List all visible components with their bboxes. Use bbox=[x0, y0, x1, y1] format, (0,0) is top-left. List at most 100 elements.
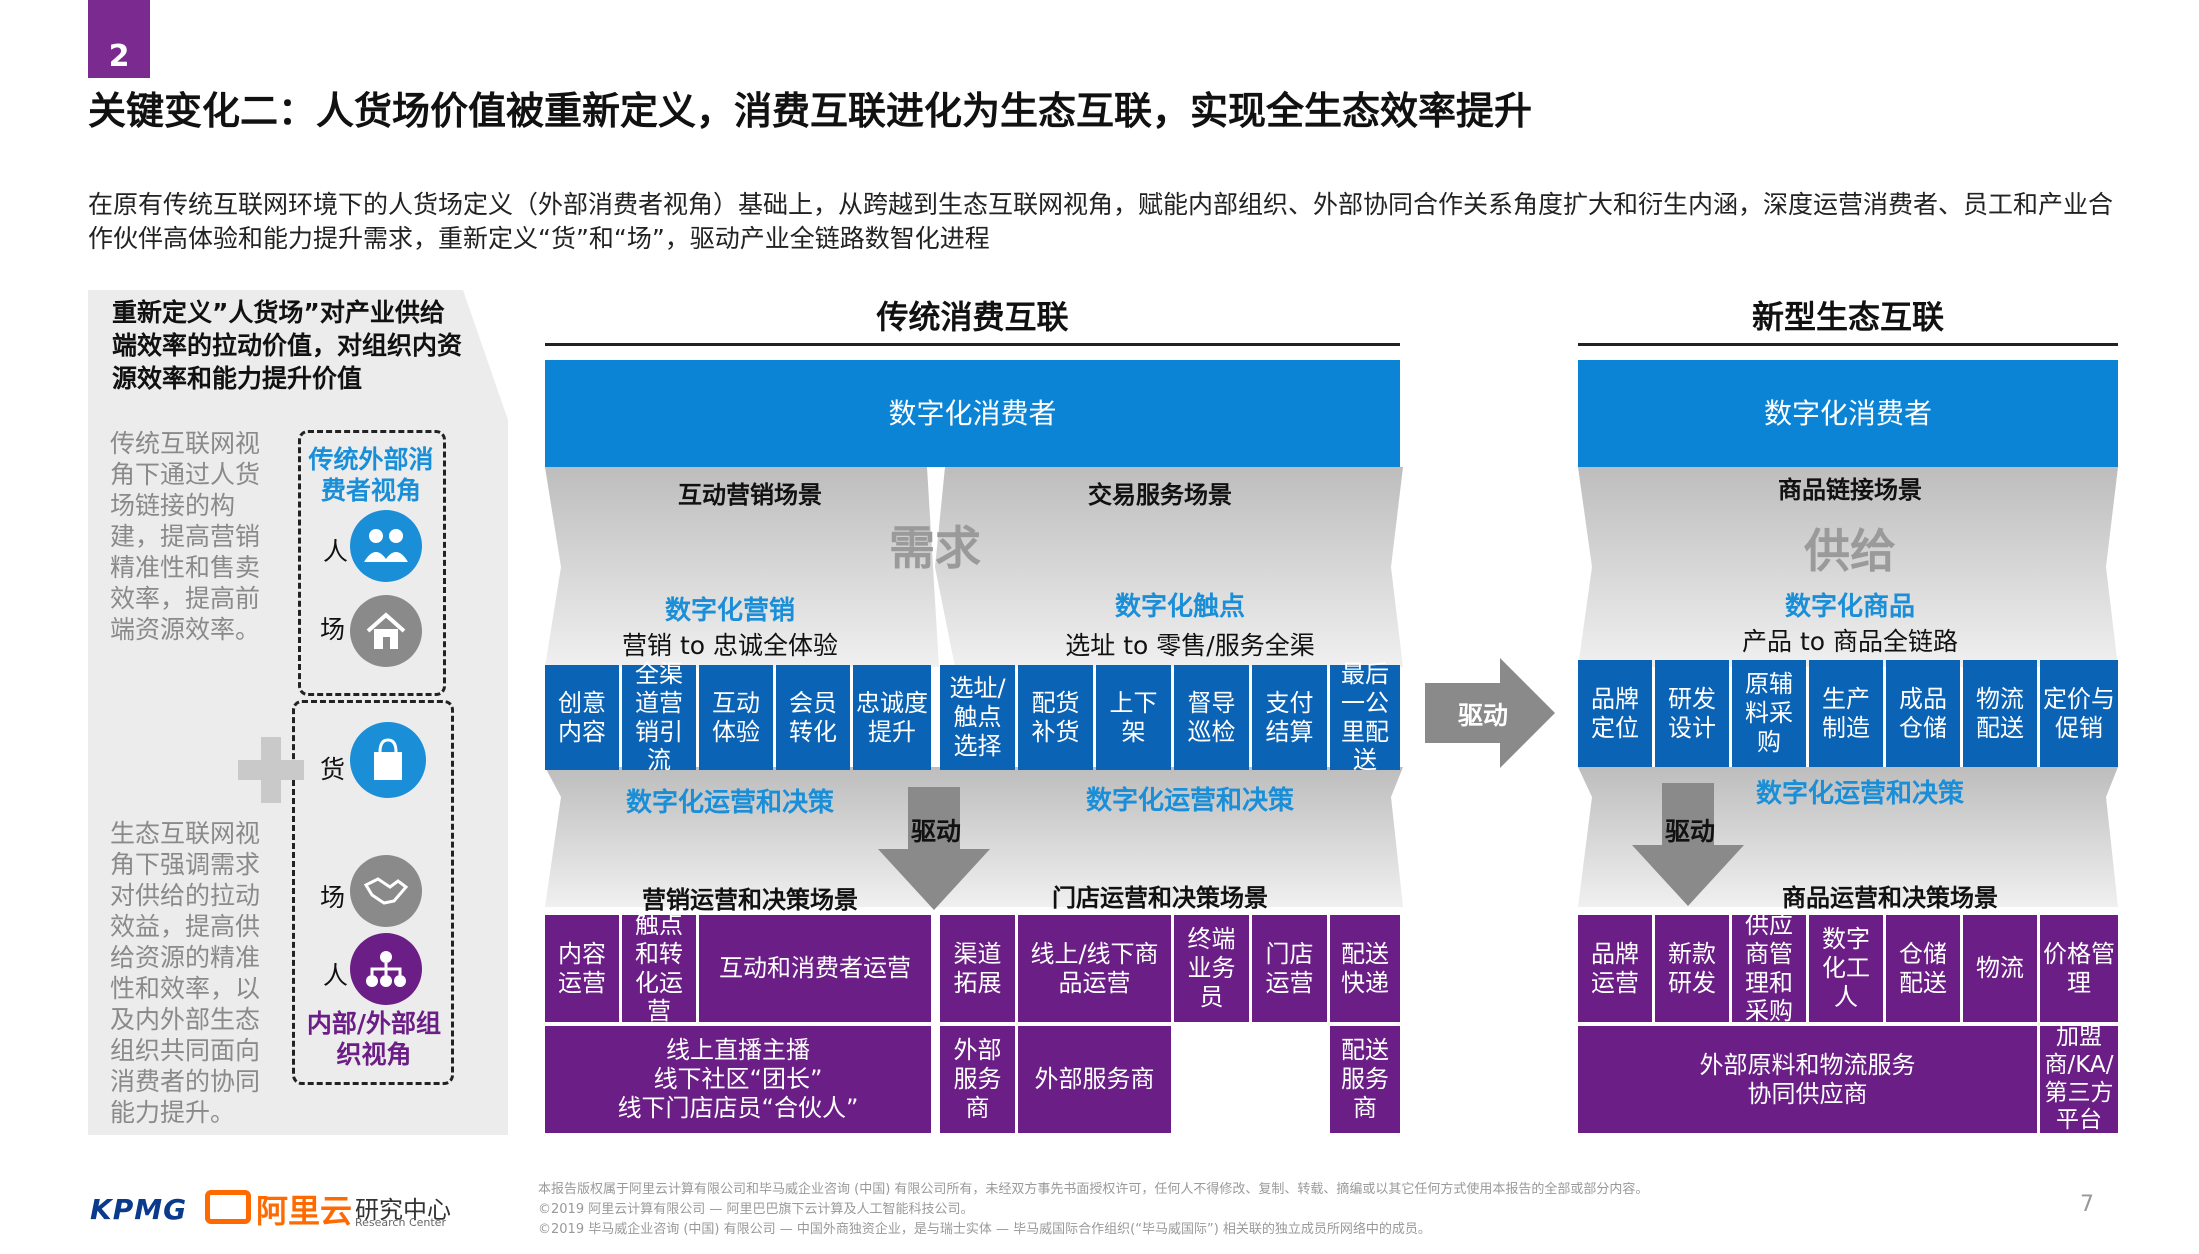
page-title: 关键变化二：人货场价值被重新定义，消费互联进化为生态互联，实现全生态效率提升 bbox=[88, 89, 1533, 133]
legal-line-2: ©2019 阿里云计算有限公司 — 阿里巴巴旗下云计算及人工智能科技公司。 bbox=[538, 1202, 974, 1217]
cell-inspection: 督导巡检 bbox=[1174, 665, 1249, 770]
cell-raw-material-procurement: 原辅料采购 bbox=[1732, 660, 1806, 767]
cell-loyalty-boost: 忠诚度提升 bbox=[853, 665, 931, 770]
cell-finished-warehousing: 成品仓储 bbox=[1886, 660, 1960, 767]
cell-creative-content: 创意内容 bbox=[545, 665, 619, 770]
traditional-consumer-bar: 数字化消费者 bbox=[545, 360, 1400, 467]
digital-goods-sub: 产品 to 商品全链路 bbox=[1742, 627, 1958, 656]
cell-digital-worker: 数字化工人 bbox=[1809, 915, 1883, 1022]
scene-marketing-ops: 营销运营和决策场景 bbox=[642, 886, 858, 914]
box-external-view bbox=[298, 430, 446, 696]
digital-touchpoint-label: 数字化触点 bbox=[1114, 592, 1245, 622]
label-person-2: 人 bbox=[323, 961, 349, 990]
label-place: 场 bbox=[320, 615, 346, 644]
intro-text: 在原有传统互联网环境下的人货场定义（外部消费者视角）基础上，从跨越到生态互联网视… bbox=[88, 190, 2114, 253]
supply-label: 供给 bbox=[1804, 524, 1896, 578]
digital-marketing-sub: 营销 to 忠诚全体验 bbox=[622, 631, 838, 660]
ops-decision-left: 数字化运营和决策 bbox=[625, 788, 834, 818]
cell-franchise-platforms: 加盟商/KA/第三方平台 bbox=[2040, 1024, 2118, 1133]
traditional-title-rule bbox=[545, 343, 1400, 346]
label-internal-view: 内部/外部组织视角 bbox=[306, 1009, 442, 1069]
handshake-icon bbox=[350, 855, 422, 927]
scene-interactive-marketing: 互动营销场景 bbox=[678, 481, 822, 509]
left-panel-text-bottom: 生态互联网视角下强调需求对供给的拉动效益，提高供给资源的精准性和效率，以及内外部… bbox=[110, 819, 261, 1127]
ops-decision-right: 数字化运营和决策 bbox=[1085, 786, 1294, 816]
shopping-bag-icon bbox=[350, 722, 426, 798]
drive-label-traditional: 驱动 bbox=[910, 817, 961, 846]
cell-external-service-2: 外部服务商 bbox=[1018, 1026, 1171, 1133]
drive-label-ecosystem: 驱动 bbox=[1664, 817, 1715, 846]
traditional-gray-band bbox=[545, 467, 1403, 907]
kpmg-logo: KPMG bbox=[90, 1193, 188, 1226]
cell-warehouse-delivery: 仓储配送 bbox=[1886, 915, 1960, 1022]
scene-product-ops: 商品运营和决策场景 bbox=[1782, 884, 1998, 912]
digital-marketing-label: 数字化营销 bbox=[664, 596, 795, 626]
aliyun-logo-text: 阿里云 bbox=[256, 1192, 353, 1230]
cell-delivery-express: 配送快递 bbox=[1330, 915, 1400, 1022]
cell-brand-ops: 品牌运营 bbox=[1578, 915, 1652, 1022]
research-center-en: Research Center bbox=[355, 1216, 446, 1229]
left-panel-text-top: 传统互联网视角下通过人货场链接的构建，提高营销精准性和售卖效率，提高前端资源效率… bbox=[110, 429, 261, 644]
left-panel-heading: 重新定义”人货场”对产业供给端效率的拉动价值，对组织内资源效率和能力提升价值 bbox=[112, 298, 463, 393]
people-icon bbox=[350, 510, 422, 582]
cell-rd-design: 研发设计 bbox=[1655, 660, 1729, 767]
cell-logistics: 物流 bbox=[1963, 915, 2037, 1022]
demand-label: 需求 bbox=[889, 521, 981, 575]
cell-online-offline-goods: 线上/线下商品运营 bbox=[1018, 915, 1171, 1022]
cell-external-service-1: 外部服务商 bbox=[940, 1026, 1015, 1133]
left-panel-bg bbox=[88, 290, 508, 1135]
cell-brand-positioning: 品牌定位 bbox=[1578, 660, 1652, 767]
drive-down-arrow-ecosystem bbox=[1632, 783, 1744, 906]
cell-member-conversion: 会员转化 bbox=[776, 665, 850, 770]
digital-touchpoint-sub: 选址 to 零售/服务全渠 bbox=[1065, 631, 1315, 660]
ecosystem-title: 新型生态互联 bbox=[1751, 298, 1944, 336]
box-internal-view bbox=[292, 700, 454, 1085]
cell-store-ops: 门店运营 bbox=[1252, 915, 1327, 1022]
cell-terminal-staff: 终端业务员 bbox=[1174, 915, 1249, 1022]
cell-touchpoint-conversion-ops: 触点和转化运营 bbox=[622, 911, 696, 1025]
cell-external-suppliers: 外部原料和物流服务 协同供应商 bbox=[1578, 1026, 2037, 1133]
home-icon bbox=[350, 595, 422, 667]
cell-shelving: 上下架 bbox=[1096, 665, 1171, 770]
cell-last-mile: 最后一公里配送 bbox=[1330, 660, 1400, 774]
digital-goods-label: 数字化商品 bbox=[1784, 592, 1915, 622]
drive-down-arrow-traditional bbox=[878, 787, 990, 910]
ecosystem-title-rule bbox=[1578, 343, 2118, 346]
cell-new-product-rd: 新款研发 bbox=[1655, 915, 1729, 1022]
plus-icon bbox=[238, 737, 304, 803]
cell-delivery-service: 配送服务商 bbox=[1330, 1026, 1400, 1133]
legal-line-1: 本报告版权属于阿里云计算有限公司和毕马威企业咨询 (中国) 有限公司所有，未经双… bbox=[538, 1182, 1649, 1197]
cell-logistics-delivery: 物流配送 bbox=[1963, 660, 2037, 767]
cell-channel-expansion: 渠道拓展 bbox=[940, 915, 1015, 1022]
page-number: 7 bbox=[2080, 1192, 2094, 1217]
research-center-text: 研究中心 bbox=[355, 1196, 451, 1224]
org-chart-icon bbox=[350, 933, 422, 1005]
cell-price-management: 价格管理 bbox=[2040, 915, 2118, 1022]
aliyun-logo-icon bbox=[205, 1190, 251, 1224]
ecosystem-consumer-bar: 数字化消费者 bbox=[1578, 360, 2118, 467]
cell-replenishment: 配货补货 bbox=[1018, 665, 1093, 770]
cell-interactive-consumer-ops: 互动和消费者运营 bbox=[699, 915, 931, 1022]
cell-livestream-partners: 线上直播主播 线下社区“团长” 线下门店店员“合伙人” bbox=[545, 1026, 931, 1133]
scene-store-ops: 门店运营和决策场景 bbox=[1052, 884, 1268, 912]
ops-decision-ecosystem: 数字化运营和决策 bbox=[1755, 779, 1964, 809]
drive-right-arrow bbox=[1425, 658, 1555, 768]
cell-site-touchpoint: 选址/触点选择 bbox=[940, 665, 1015, 770]
page-number-badge: 2 bbox=[88, 0, 150, 78]
scene-product-link: 商品链接场景 bbox=[1778, 476, 1922, 504]
cell-manufacturing: 生产制造 bbox=[1809, 660, 1883, 767]
traditional-title: 传统消费互联 bbox=[876, 298, 1069, 336]
cell-pricing-promotion: 定价与促销 bbox=[2040, 660, 2118, 767]
cell-payment: 支付结算 bbox=[1252, 665, 1327, 770]
label-external-view: 传统外部消费者视角 bbox=[308, 445, 434, 505]
label-person: 人 bbox=[323, 537, 349, 566]
cell-content-ops: 内容运营 bbox=[545, 915, 619, 1022]
scene-transaction-service: 交易服务场景 bbox=[1088, 481, 1232, 509]
label-place-2: 场 bbox=[320, 883, 346, 912]
cell-omnichannel-traffic: 全渠道营销引流 bbox=[622, 660, 696, 774]
drive-label-middle: 驱动 bbox=[1457, 701, 1508, 730]
label-goods: 货 bbox=[320, 755, 346, 784]
legal-line-3: ©2019 毕马威企业咨询 (中国) 有限公司 — 中国外商独资企业，是与瑞士实… bbox=[538, 1222, 1431, 1237]
cell-supplier-procurement: 供应商管理和采购 bbox=[1732, 911, 1806, 1025]
cell-interactive-experience: 互动体验 bbox=[699, 665, 773, 770]
